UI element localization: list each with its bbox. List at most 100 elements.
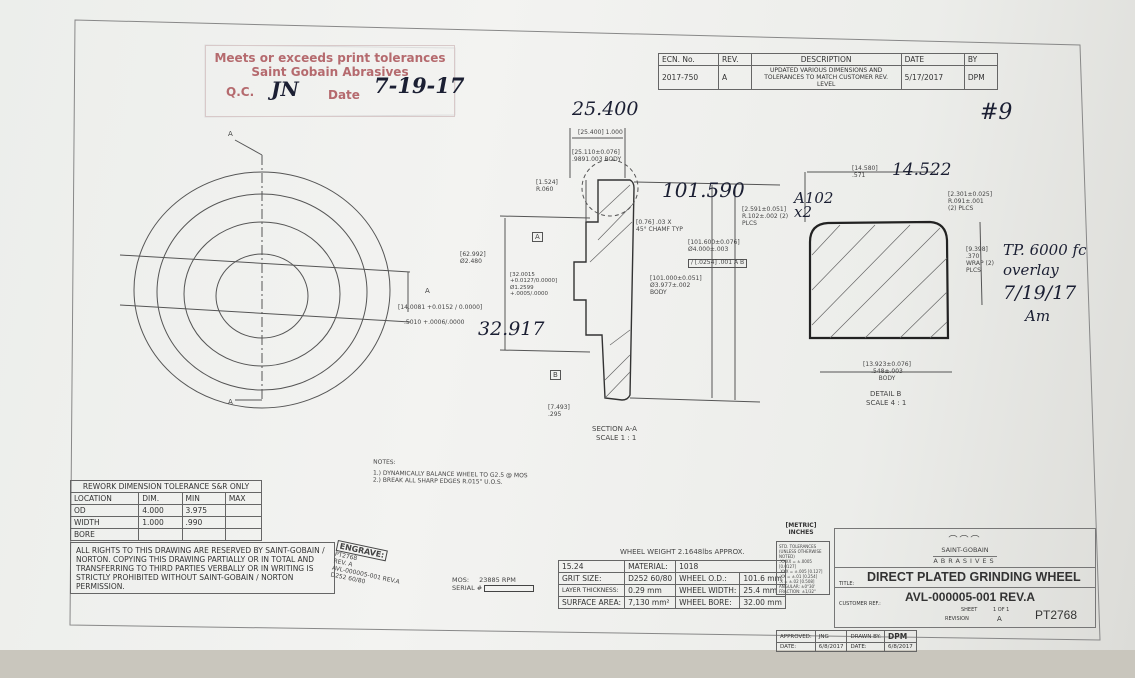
revision-value: A bbox=[997, 615, 1002, 623]
rework-table: REWORK DIMENSION TOLERANCE S&R ONLY LOCA… bbox=[69, 480, 263, 541]
section-title: SECTION A-A bbox=[592, 425, 637, 433]
rework-header: MAX bbox=[224, 492, 263, 505]
title-block: ⌒⌒⌒ SAINT-GOBAIN ABRASIVES TITLE: DIRECT… bbox=[834, 528, 1096, 628]
body-dim: [13.923±0.076] .548±.003 BODY bbox=[863, 361, 911, 382]
rework-cell bbox=[181, 528, 226, 541]
qc-initials: JN bbox=[271, 77, 299, 101]
hub-dim: [62.992] Ø2.480 bbox=[460, 251, 486, 265]
detail-scale: SCALE 4 : 1 bbox=[866, 399, 907, 407]
corner-dim: [2.301±0.025] R.091±.001 (2) PLCS bbox=[948, 191, 993, 212]
datum-b-box: B bbox=[550, 370, 561, 381]
sheet-value: 1 OF 1 bbox=[993, 607, 1010, 613]
datum-a: A bbox=[425, 287, 430, 295]
overlay-line: 7/19/17 bbox=[1003, 281, 1077, 304]
rev-cell: A bbox=[717, 65, 752, 90]
approved-label: APPROVED: bbox=[776, 630, 816, 643]
approved-date: 6/8/2017 bbox=[814, 642, 848, 652]
spec-cell: MATERIAL: bbox=[624, 560, 677, 573]
section-bore-dim: [32.0015 +0.0127/0.0000] Ø1.2599 +.0005/… bbox=[510, 272, 558, 297]
rev-header: REV. bbox=[717, 53, 752, 66]
radius-2plcs: [2.591±0.051] R.102±.002 (2) PLCS bbox=[742, 206, 789, 227]
tolerance-line: ANGULAR: ±0°30' bbox=[779, 584, 816, 589]
offset-dim: [7.493] .295 bbox=[548, 404, 570, 418]
drawn-date: 6/8/2017 bbox=[884, 642, 917, 652]
detail-width-dim: [14.580] .571 bbox=[852, 165, 878, 179]
handwritten-detail-width: 14.522 bbox=[892, 160, 952, 180]
date-label: Date bbox=[328, 88, 360, 102]
overlay-line: overlay bbox=[1003, 261, 1059, 280]
pt-number: PT2768 bbox=[1035, 608, 1078, 622]
units-label: [METRIC] INCHES bbox=[776, 522, 826, 536]
revision-label: REVISION bbox=[945, 616, 969, 622]
rework-cell bbox=[224, 516, 263, 529]
part-number: AVL-000005-001 REV.A bbox=[905, 590, 1036, 604]
rev-header: DESCRIPTION bbox=[750, 53, 902, 66]
drawing-sheet bbox=[0, 0, 1135, 650]
rev-cell: 2017-750 bbox=[658, 65, 719, 90]
handwritten-width: 25.400 bbox=[572, 98, 639, 120]
wheel-weight: WHEEL WEIGHT 2.1648lbs APPROX. bbox=[620, 548, 745, 556]
mos-label: MOS: bbox=[452, 576, 470, 584]
section-marker-top: A bbox=[228, 130, 233, 138]
rework-cell bbox=[224, 504, 263, 517]
section-aa-profile bbox=[499, 128, 781, 403]
spec-cell: SURFACE AREA: bbox=[557, 596, 626, 609]
qc-label: Q.C. bbox=[226, 85, 255, 99]
section-scale: SCALE 1 : 1 bbox=[596, 434, 637, 442]
brand-name: SAINT-GOBAIN bbox=[941, 546, 989, 554]
rework-header: DIM. bbox=[138, 492, 183, 505]
spec-cell: 0.29 mm bbox=[624, 584, 677, 597]
handwritten-od: 101.590 bbox=[662, 178, 745, 202]
rework-title: REWORK DIMENSION TOLERANCE S&R ONLY bbox=[70, 480, 262, 493]
rework-cell: WIDTH bbox=[69, 516, 140, 529]
tolerance-line: .XXX = ±.005 [0.127] bbox=[779, 569, 823, 574]
rework-cell: 3.975 bbox=[181, 504, 226, 517]
rework-cell: BORE bbox=[69, 528, 140, 541]
approved-by: JNG bbox=[814, 630, 848, 643]
date-label: DATE: bbox=[776, 642, 816, 652]
tolerance-line: .XXXX = ±.0005 [0.0127] bbox=[779, 559, 812, 569]
mos-value: 23885 RPM bbox=[479, 576, 516, 584]
rework-header: LOCATION bbox=[69, 492, 140, 505]
tolerance-line: STD. TOLERANCES bbox=[779, 544, 817, 549]
serial-field bbox=[484, 584, 535, 592]
rights-notice: ALL RIGHTS TO THIS DRAWING ARE RESERVED … bbox=[70, 542, 335, 594]
sheet-border bbox=[69, 19, 1101, 641]
rework-cell bbox=[138, 528, 183, 541]
overlay-line: TP. 6000 fc bbox=[1003, 241, 1087, 259]
drawn-label: DRAWN BY: bbox=[846, 630, 886, 643]
rework-cell: OD bbox=[69, 504, 140, 517]
rev-cell: UPDATED VARIOUS DIMENSIONS AND TOLERANCE… bbox=[750, 65, 902, 90]
spec-cell: GRIT SIZE: bbox=[557, 572, 626, 585]
tolerance-line: .X = ±.02 [0.508] bbox=[779, 579, 815, 584]
logo-arch-icon: ⌒⌒⌒ bbox=[948, 536, 982, 546]
tolerance-line: (UNLESS OTHERWISE NOTED) bbox=[779, 549, 822, 559]
units-metric: [METRIC] bbox=[785, 522, 817, 529]
spec-cell: 15.24 bbox=[557, 560, 626, 573]
handwritten-bore: 32.917 bbox=[478, 318, 545, 340]
runout-callout: ∕ [.0254] .001 A B bbox=[688, 259, 748, 268]
spec-cell: 1018 bbox=[675, 560, 786, 573]
rev-header: DATE bbox=[900, 53, 965, 66]
tolerance-block: STD. TOLERANCES(UNLESS OTHERWISE NOTED).… bbox=[776, 541, 830, 595]
wrap-dim: [9.398] .370 WRAP (2) PLCS bbox=[966, 246, 994, 274]
rev-header: BY bbox=[963, 53, 999, 66]
front-view bbox=[119, 139, 411, 409]
rework-cell bbox=[224, 528, 263, 541]
units-inches: INCHES bbox=[788, 529, 814, 536]
handwritten-overlay-note: TP. 6000 fc overlay 7/19/17 Am bbox=[1003, 240, 1087, 326]
brand-sub: ABRASIVES bbox=[933, 556, 997, 565]
stamp-line2: Saint Gobain Abrasives bbox=[251, 65, 409, 79]
notes: NOTES: 1.) DYNAMICALLY BALANCE WHEEL TO … bbox=[373, 459, 528, 487]
handwritten-radius-note: A102 x2 bbox=[794, 189, 834, 221]
spec-cell: WHEEL WIDTH: bbox=[675, 584, 741, 597]
bore-dim: [14.0081 +0.0152 / 0.0000] bbox=[398, 304, 483, 311]
detail-title: DETAIL B bbox=[870, 390, 902, 398]
tolerance-line: FRACTION: ±1/32" bbox=[779, 589, 816, 594]
spec-cell: 7,130 mm² bbox=[624, 596, 677, 609]
notes-heading: NOTES: bbox=[373, 458, 396, 467]
rework-cell: 4.000 bbox=[138, 504, 183, 517]
handwritten-sheet-number: #9 bbox=[980, 100, 1013, 125]
